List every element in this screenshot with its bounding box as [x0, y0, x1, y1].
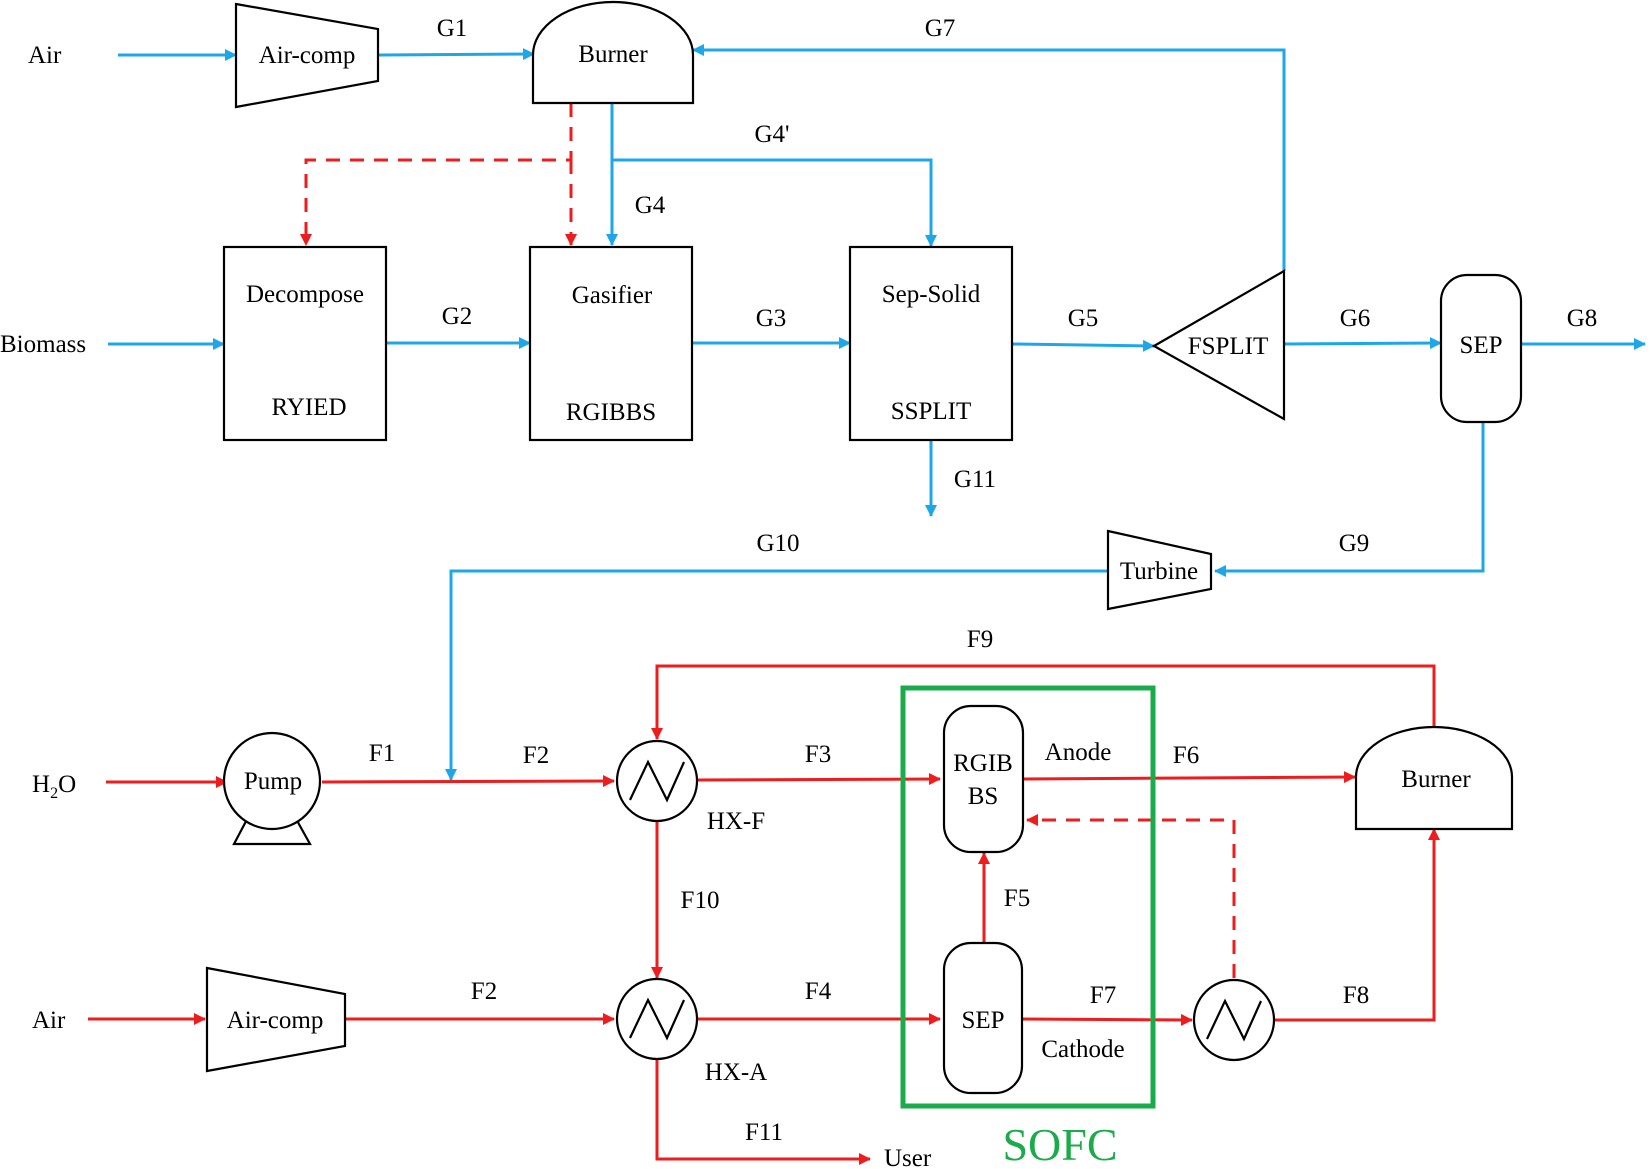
sep-top-label: SEP — [1459, 332, 1502, 359]
stream-f2-top-label: F2 — [523, 742, 549, 769]
cathode-label: Cathode — [1041, 1036, 1124, 1063]
sep-solid-model-label: SSPLIT — [891, 398, 972, 425]
stream-f10-label: F10 — [681, 887, 720, 914]
stream-g7-line — [692, 44, 1286, 271]
stream-g11-label: G11 — [954, 466, 996, 493]
stream-f2-bottom-label: F2 — [471, 978, 497, 1005]
heat-dash-to-decompose — [300, 103, 573, 246]
stream-f11-line — [655, 1060, 871, 1165]
sep-solid-splitter — [848, 245, 1014, 442]
heat-dash-to-anode — [1026, 814, 1236, 978]
heat-exchanger-a — [615, 977, 699, 1061]
biomass-label: Biomass — [0, 331, 86, 358]
sep-solid-name-label: Sep-Solid — [882, 281, 981, 308]
stream-g4prime-label: G4' — [754, 121, 789, 148]
stream-f11-label: F11 — [745, 1119, 783, 1146]
stream-f5-label: F5 — [1004, 885, 1030, 912]
stream-g8-label: G8 — [1567, 305, 1598, 332]
gasifier-name-label: Gasifier — [572, 282, 653, 309]
sep-bottom-label: SEP — [961, 1007, 1004, 1034]
air-bottom-label: Air — [32, 1007, 66, 1034]
stream-g6-line — [1283, 337, 1442, 350]
stream-f8-line — [1275, 828, 1440, 1022]
fsplit-splitter — [1151, 269, 1286, 421]
sofc-label: SOFC — [1002, 1119, 1117, 1169]
stream-g4prime-line — [612, 158, 937, 247]
air-compressor-bottom — [205, 966, 347, 1073]
rgibbs-anode-vessel — [942, 704, 1025, 854]
stream-g9-line — [1214, 422, 1485, 577]
decompose-model-label: RYIED — [272, 394, 347, 421]
air-compressor-top — [234, 2, 380, 109]
hx-a-label: HX-A — [705, 1059, 768, 1086]
anode-label: Anode — [1045, 739, 1112, 766]
gasifier-reactor — [528, 245, 694, 442]
burner-bottom — [1354, 725, 1514, 831]
burner-top-label: Burner — [578, 41, 648, 68]
stream-g9-label: G9 — [1339, 530, 1370, 557]
stream-g5-label: G5 — [1068, 305, 1099, 332]
gasifier-model-label: RGIBBS — [566, 399, 656, 426]
stream-g4-label: G4 — [635, 192, 666, 219]
user-label: User — [884, 1145, 932, 1169]
heat-exchanger-f — [615, 739, 699, 823]
gas-streams — [108, 44, 1646, 781]
air-comp-bottom-label: Air-comp — [227, 1007, 324, 1034]
hx-f-label: HX-F — [707, 808, 765, 835]
labels: Air Biomass H2O Air Air-comp Burner Deco… — [0, 15, 1597, 1169]
air-top-label: Air — [28, 42, 62, 69]
decompose-reactor — [222, 245, 388, 442]
pump — [222, 731, 322, 846]
stream-g6-label: G6 — [1340, 305, 1371, 332]
sep-cathode-vessel — [942, 941, 1024, 1095]
turbine — [1106, 529, 1213, 611]
decompose-name-label: Decompose — [246, 281, 364, 308]
fsplit-label: FSPLIT — [1188, 333, 1269, 360]
rgibbs-line2-label: BS — [968, 783, 999, 810]
stream-f9-line — [651, 664, 1436, 740]
stream-f6-line — [1022, 771, 1356, 784]
stream-f1-f2-line — [321, 775, 615, 788]
heat-exchanger-cathode — [1192, 978, 1276, 1062]
stream-f7-line — [1021, 1013, 1193, 1026]
h2o-label: H2O — [32, 771, 76, 802]
fuel-streams — [88, 103, 1440, 1165]
stream-g10-line — [445, 569, 1108, 781]
stream-g5-line — [1011, 339, 1155, 352]
sofc-frame — [900, 685, 1156, 1109]
stream-f1-label: F1 — [369, 740, 395, 767]
sep-top-separator — [1439, 273, 1523, 424]
stream-f3-label: F3 — [805, 741, 831, 768]
stream-g1-label: G1 — [437, 15, 468, 42]
pump-label: Pump — [244, 768, 302, 795]
air-comp-top-label: Air-comp — [259, 42, 356, 69]
stream-f3-line — [695, 773, 941, 786]
rgibbs-line1-label: RGIB — [953, 750, 1013, 777]
stream-f7-label: F7 — [1090, 982, 1116, 1009]
stream-g3-label: G3 — [756, 305, 787, 332]
stream-f8-label: F8 — [1343, 982, 1369, 1009]
stream-g10-label: G10 — [756, 530, 799, 557]
stream-f6-label: F6 — [1173, 742, 1199, 769]
stream-g7-label: G7 — [925, 15, 956, 42]
burner-bottom-label: Burner — [1401, 766, 1471, 793]
stream-f4-label: F4 — [805, 978, 832, 1005]
burner-top — [531, 0, 695, 105]
stream-f9-label: F9 — [967, 626, 993, 653]
stream-g2-label: G2 — [442, 303, 473, 330]
stream-g1-line — [377, 48, 535, 61]
turbine-label: Turbine — [1120, 558, 1198, 585]
